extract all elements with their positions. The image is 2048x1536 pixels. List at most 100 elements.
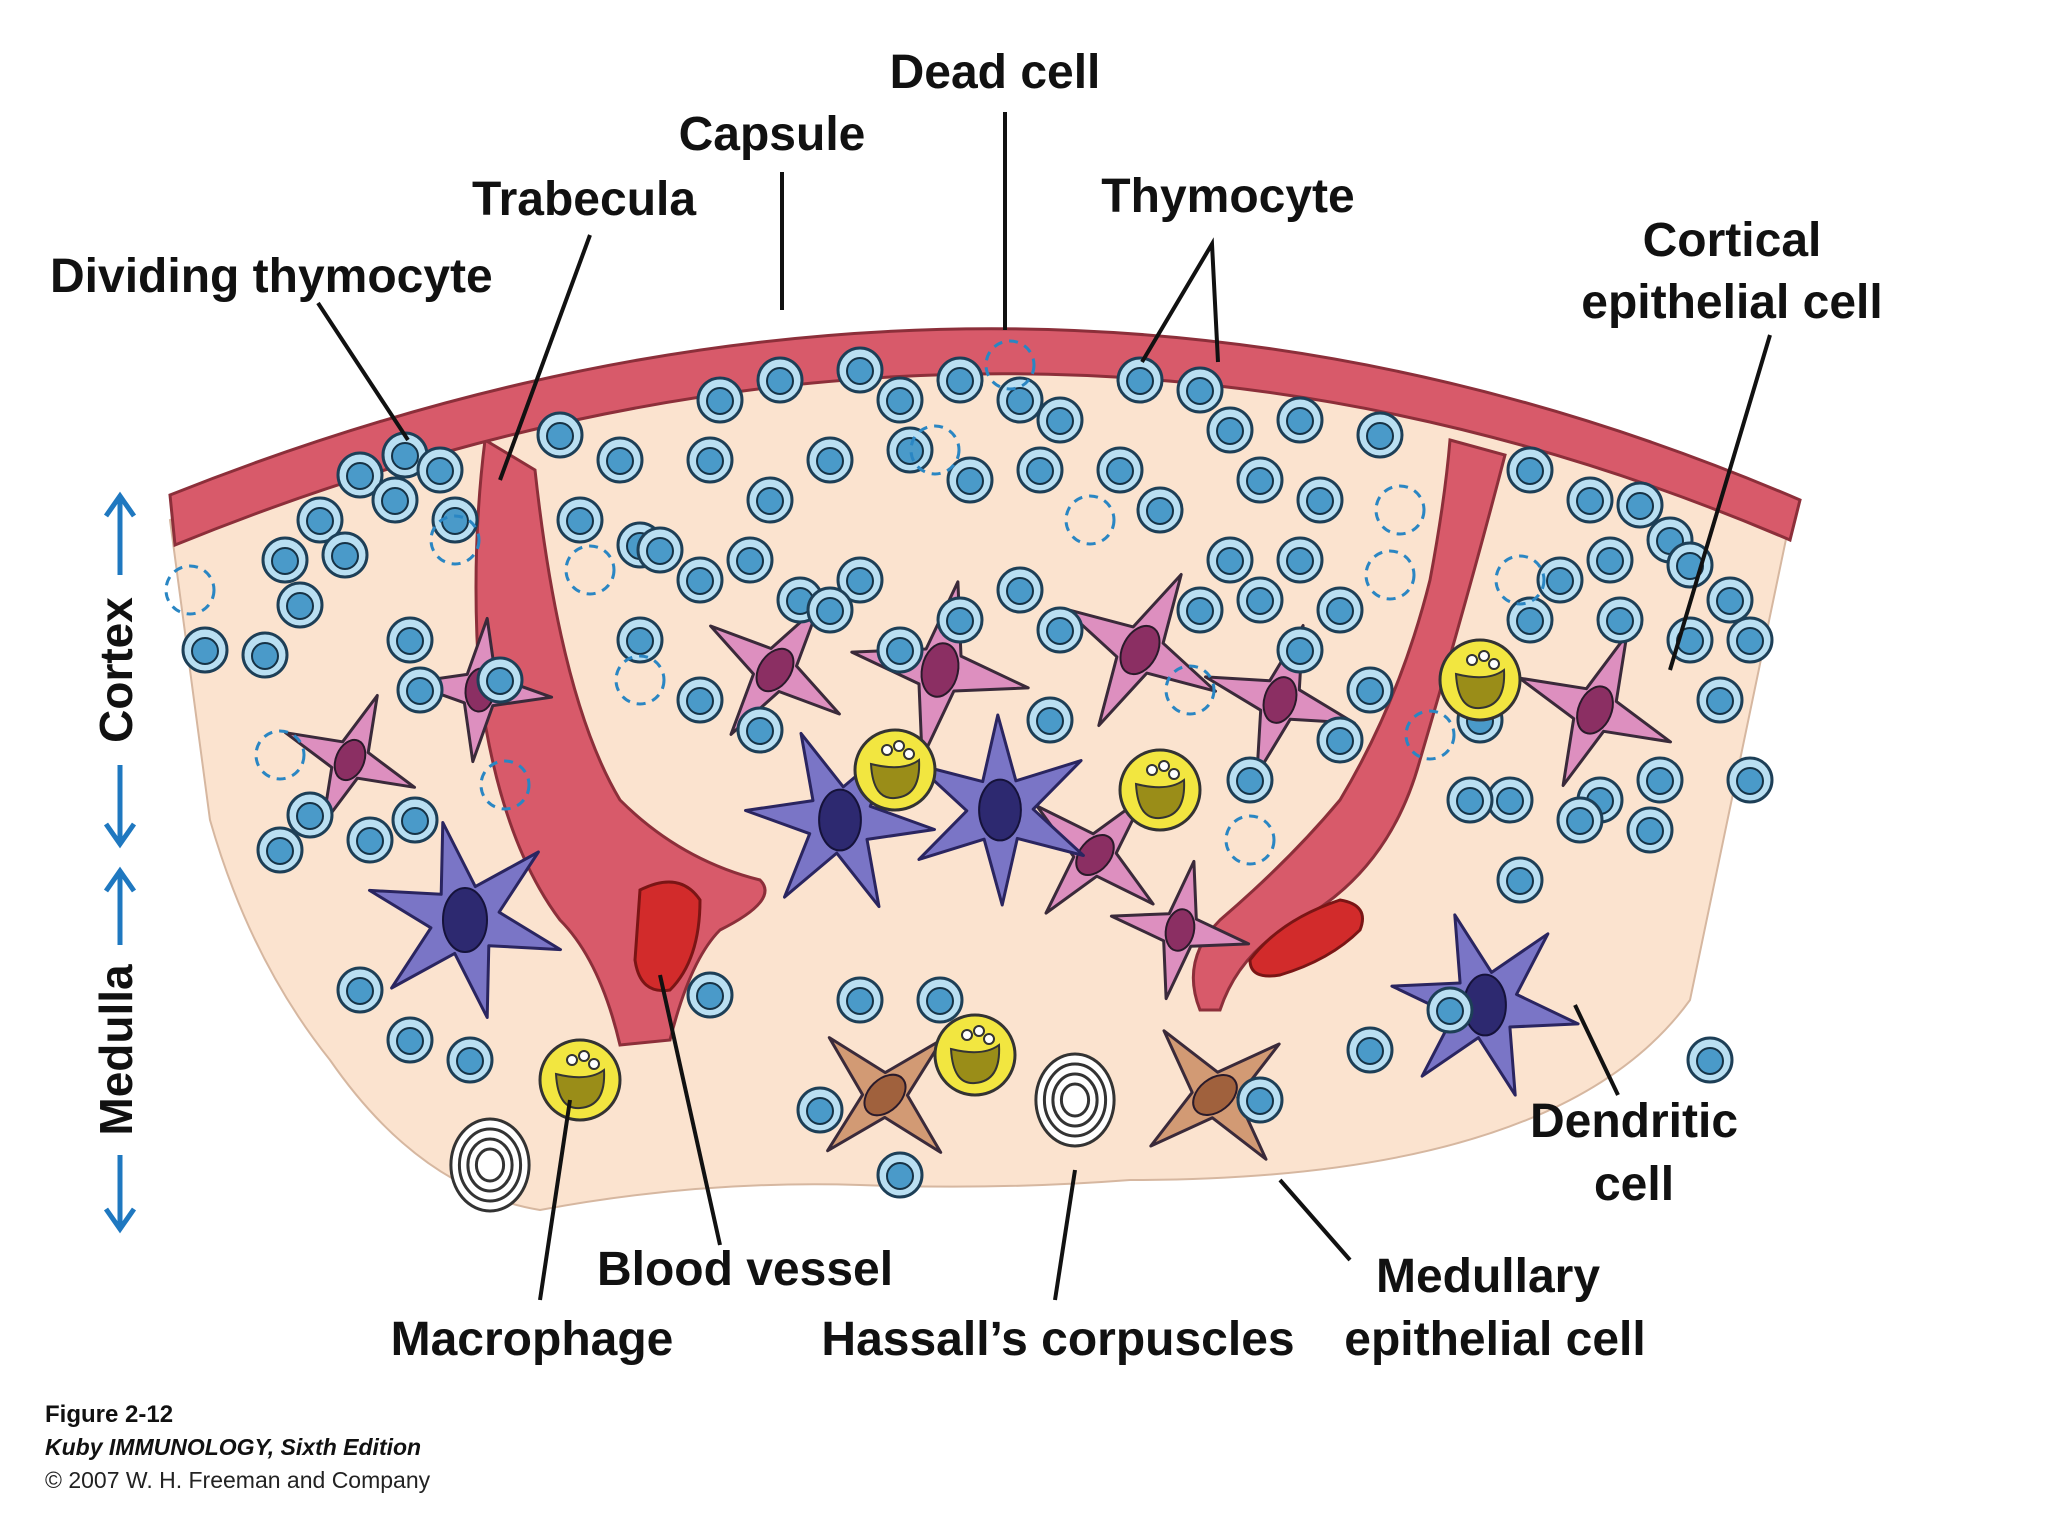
label-hassalls: Hassall’s corpuscles bbox=[821, 1313, 1294, 1366]
thymocyte-nucleus bbox=[191, 637, 219, 665]
trabecula-right bbox=[1191, 438, 1507, 1012]
label-dendritic-line2: cell bbox=[1594, 1158, 1674, 1211]
hassalls-corpuscle bbox=[1034, 1052, 1116, 1148]
thymocyte-nucleus bbox=[896, 437, 924, 465]
dead-cell bbox=[254, 729, 306, 781]
thymocyte-nucleus bbox=[806, 1097, 834, 1125]
dendritic-cell bbox=[1390, 913, 1580, 1097]
thymocyte-nucleus bbox=[1646, 767, 1674, 795]
thymocyte-nucleus bbox=[1516, 607, 1544, 635]
capsule-band bbox=[168, 327, 1802, 548]
thymocyte-nucleus bbox=[1326, 727, 1354, 755]
dead-cell bbox=[1224, 814, 1276, 866]
cortical-epithelial-cell bbox=[1109, 859, 1251, 1001]
hassalls-corpuscle bbox=[449, 1117, 531, 1213]
medulla-label: Medulla bbox=[90, 964, 142, 1136]
leader-macrophage bbox=[538, 1099, 572, 1301]
thymocyte-nucleus bbox=[736, 547, 764, 575]
thymocyte-nucleus bbox=[1246, 467, 1274, 495]
thymocyte-nucleus bbox=[706, 387, 734, 415]
thymocyte-nucleus bbox=[1596, 547, 1624, 575]
thymocyte-nucleus bbox=[1186, 377, 1214, 405]
macrophage-cell bbox=[1438, 638, 1522, 722]
thymocyte-nucleus bbox=[391, 442, 419, 470]
figure-number: Figure 2-12 bbox=[45, 1401, 173, 1428]
thymocyte-nucleus bbox=[1696, 1047, 1724, 1075]
thymocyte-nucleus bbox=[296, 802, 324, 830]
label-macrophage: Macrophage bbox=[391, 1313, 674, 1366]
thymocyte-nucleus bbox=[441, 507, 469, 535]
leader-hassalls bbox=[1053, 1169, 1077, 1301]
thymocyte-nucleus bbox=[1146, 497, 1174, 525]
cell-layer bbox=[164, 339, 1774, 1213]
thymocyte-nucleus bbox=[1566, 807, 1594, 835]
macrophage-cell bbox=[538, 1038, 622, 1122]
leader-lines bbox=[316, 112, 1772, 1301]
dead-cell bbox=[614, 654, 666, 706]
thymocyte-nucleus bbox=[1456, 787, 1484, 815]
thymocyte-nucleus bbox=[696, 447, 724, 475]
dead-cell bbox=[164, 564, 216, 616]
dead-cell bbox=[909, 424, 961, 476]
thymocyte-nucleus bbox=[846, 987, 874, 1015]
thymocyte-nucleus bbox=[396, 1027, 424, 1055]
dead-cell bbox=[479, 759, 531, 811]
thymocyte-nucleus bbox=[686, 687, 714, 715]
leader-cortical bbox=[1668, 334, 1772, 671]
thymocyte-nucleus bbox=[1006, 387, 1034, 415]
thymocyte-nucleus bbox=[486, 667, 514, 695]
thymocyte-nucleus bbox=[886, 637, 914, 665]
leader-dendritic bbox=[1573, 1004, 1620, 1096]
thymocyte-nucleus bbox=[1516, 457, 1544, 485]
label-trabecula: Trabecula bbox=[472, 173, 696, 226]
thymocyte-nucleus bbox=[1046, 617, 1074, 645]
leader-blood-vessel bbox=[658, 974, 722, 1246]
thymocyte-nucleus bbox=[746, 717, 774, 745]
thymocyte-nucleus bbox=[886, 387, 914, 415]
thymocyte-nucleus bbox=[1626, 492, 1654, 520]
medullary-epithelial-cell bbox=[826, 1036, 944, 1154]
thymocyte-nucleus bbox=[1236, 767, 1264, 795]
thymocyte-nucleus bbox=[1576, 487, 1604, 515]
thymocyte-nucleus bbox=[1286, 407, 1314, 435]
leader-medullary bbox=[1278, 1178, 1352, 1262]
thymocyte-nucleus bbox=[816, 597, 844, 625]
label-blood-vessel: Blood vessel bbox=[597, 1243, 893, 1296]
thymocyte-nucleus bbox=[1006, 577, 1034, 605]
label-cortical-line1: Cortical bbox=[1643, 214, 1822, 267]
leader-thymocyte bbox=[1140, 237, 1220, 364]
thymocyte-nucleus bbox=[1436, 997, 1464, 1025]
thymocyte-nucleus bbox=[1286, 547, 1314, 575]
thymocyte-nucleus bbox=[1306, 487, 1334, 515]
thymocyte-nucleus bbox=[406, 677, 434, 705]
leader-trabecula bbox=[498, 234, 592, 481]
thymocyte-nucleus bbox=[456, 1047, 484, 1075]
dendritic-cell bbox=[744, 731, 936, 909]
cortex-label: Cortex bbox=[90, 597, 142, 743]
thymocyte-nucleus bbox=[331, 542, 359, 570]
cortex-arrowhead-bottom bbox=[103, 822, 137, 849]
cortical-epithelial-cell bbox=[709, 604, 841, 736]
label-capsule: Capsule bbox=[679, 108, 866, 161]
medulla-arrowhead-bottom bbox=[103, 1207, 137, 1234]
book-title: Kuby IMMUNOLOGY, Sixth Edition bbox=[45, 1434, 421, 1460]
thymocyte-nucleus bbox=[696, 982, 724, 1010]
macrophage-cell bbox=[933, 1013, 1017, 1097]
dead-cell bbox=[984, 339, 1036, 391]
thymocyte-nucleus bbox=[1216, 547, 1244, 575]
thymocyte-nucleus bbox=[1036, 707, 1064, 735]
thymocyte-nucleus bbox=[251, 642, 279, 670]
dead-cell bbox=[564, 544, 616, 596]
thymocyte-nucleus bbox=[1186, 597, 1214, 625]
thymocyte-nucleus bbox=[766, 367, 794, 395]
leader-dividing-thymocyte bbox=[316, 301, 410, 442]
side-arrows bbox=[103, 491, 137, 1234]
thymocyte-nucleus bbox=[1506, 867, 1534, 895]
thymocyte-nucleus bbox=[426, 457, 454, 485]
thymocyte-nucleus bbox=[1246, 587, 1274, 615]
label-dividing-thymocyte: Dividing thymocyte bbox=[50, 250, 493, 303]
dead-cell bbox=[1164, 664, 1216, 716]
thymocyte-nucleus bbox=[546, 422, 574, 450]
label-dead-cell: Dead cell bbox=[890, 46, 1101, 99]
